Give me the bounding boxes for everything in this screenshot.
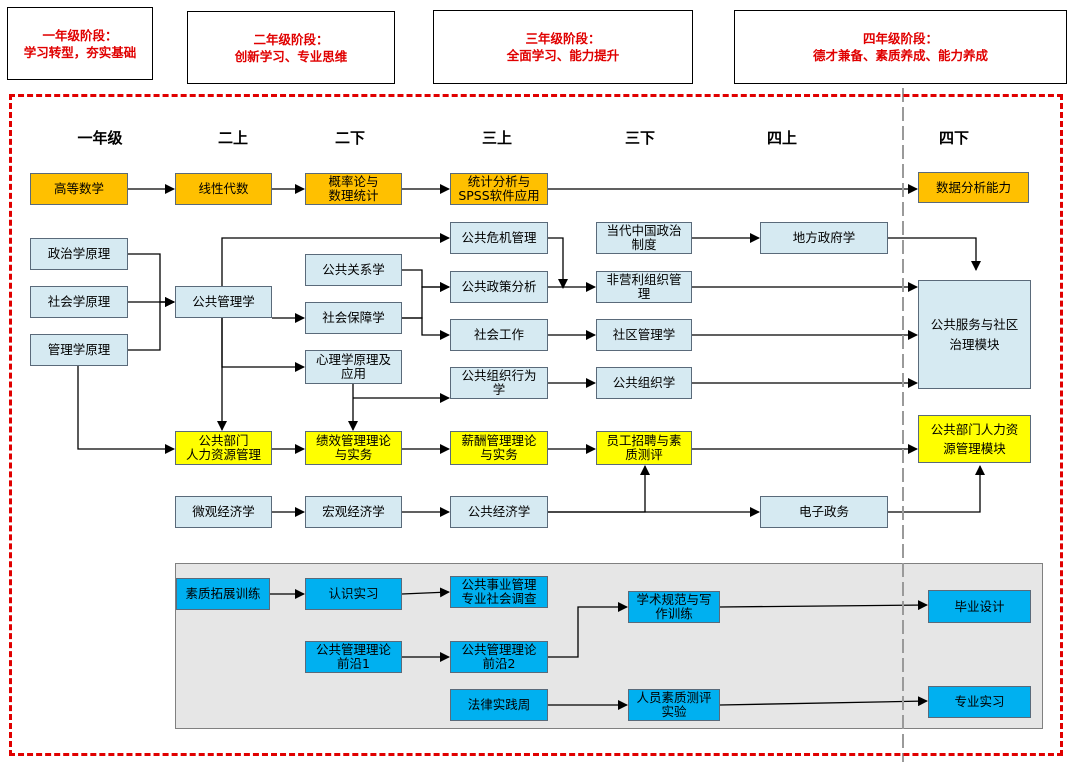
grade-label-5: 三下: [624, 129, 655, 147]
course-jingji: 公共经济学: [450, 496, 548, 528]
course-xianxing: 线性代数: [175, 173, 272, 205]
stage-1-line1: 一年级阶段：: [42, 27, 118, 43]
course-feiyingli: 非营利组织管理: [596, 271, 692, 303]
course-weiji: 公共危机管理: [450, 222, 548, 254]
course-gonggong: 公共管理学: [175, 286, 272, 318]
course-hongguan: 宏观经济学: [305, 496, 402, 528]
course-zhengce: 公共政策分析: [450, 271, 548, 303]
stage-box-2: 二年级阶段： 创新学习、专业思维: [187, 11, 395, 84]
course-weiguan: 微观经济学: [175, 496, 272, 528]
grade-label-1: 一年级: [77, 129, 123, 147]
grade-label-6: 四上: [766, 129, 797, 147]
course-gongzuo: 社会工作: [450, 319, 548, 351]
practice-qianyan2: 公共管理理论前沿2: [450, 641, 548, 673]
course-xinchou: 薪酬管理理论与实务: [450, 431, 548, 465]
grade-label-4: 三上: [481, 129, 512, 147]
stage-3-line1: 三年级阶段：: [525, 31, 601, 46]
practice-biye: 毕业设计: [928, 590, 1031, 623]
practice-xueshu: 学术规范与写作训练: [628, 591, 720, 623]
stage-box-3: 三年级阶段： 全面学习、能力提升: [433, 10, 693, 84]
course-renli: 公共部门人力资源管理: [175, 431, 272, 465]
course-dianzi: 电子政务: [760, 496, 888, 528]
stage-box-1: 一年级阶段： 学习转型，夯实基础: [7, 7, 153, 80]
grade-label-3: 二下: [334, 129, 365, 147]
course-jixiao: 绩效管理理论与实务: [305, 431, 402, 465]
module-shuju: 数据分析能力: [918, 172, 1029, 203]
stage-1-line2: 学习转型，夯实基础: [23, 44, 137, 60]
stage-2-line1: 二年级阶段：: [253, 31, 329, 47]
practice-renshi: 认识实习: [305, 578, 402, 610]
course-zuzhixw: 公共组织行为学: [450, 367, 548, 399]
stage-2-line2: 创新学习、专业思维: [234, 48, 348, 64]
course-gaodeng: 高等数学: [30, 173, 128, 205]
practice-renyuan: 人员素质测评实验: [628, 689, 720, 721]
curriculum-frame: [9, 94, 1063, 756]
practice-falv: 法律实践周: [450, 689, 548, 721]
course-zuzhi: 公共组织学: [596, 367, 692, 399]
course-shehui: 社会学原理: [30, 286, 128, 318]
practice-shiye: 公共事业管理专业社会调查: [450, 576, 548, 608]
practice-qianyan1: 公共管理理论前沿1: [305, 641, 402, 673]
grade-label-2: 二上: [217, 129, 248, 147]
practice-suzhi: 素质拓展训练: [176, 578, 270, 610]
stage-3-line2: 全面学习、能力提升: [506, 48, 620, 63]
module-fuwu: 公共服务与社区治理模块: [918, 280, 1031, 389]
course-guanli: 管理学原理: [30, 334, 128, 366]
course-zhaopin: 员工招聘与素质测评: [596, 431, 692, 465]
stage-4-line2: 德才兼备、素质养成、能力养成: [812, 48, 988, 63]
course-difang: 地方政府学: [760, 222, 888, 254]
course-guanxi: 公共关系学: [305, 254, 402, 286]
module-renli: 公共部门人力资源管理模块: [918, 415, 1031, 463]
course-zhengzhi: 政治学原理: [30, 238, 128, 270]
stage-4-line1: 四年级阶段：: [862, 31, 938, 46]
course-baozhang: 社会保障学: [305, 302, 402, 334]
course-dangdai: 当代中国政治制度: [596, 222, 692, 254]
course-xinli: 心理学原理及应用: [305, 350, 402, 384]
grade-label-7: 四下: [938, 129, 969, 147]
course-shequ: 社区管理学: [596, 319, 692, 351]
practice-zhuanye: 专业实习: [928, 686, 1031, 718]
stage-box-4: 四年级阶段： 德才兼备、素质养成、能力养成: [734, 10, 1067, 84]
course-gailv: 概率论与数理统计: [305, 173, 402, 205]
